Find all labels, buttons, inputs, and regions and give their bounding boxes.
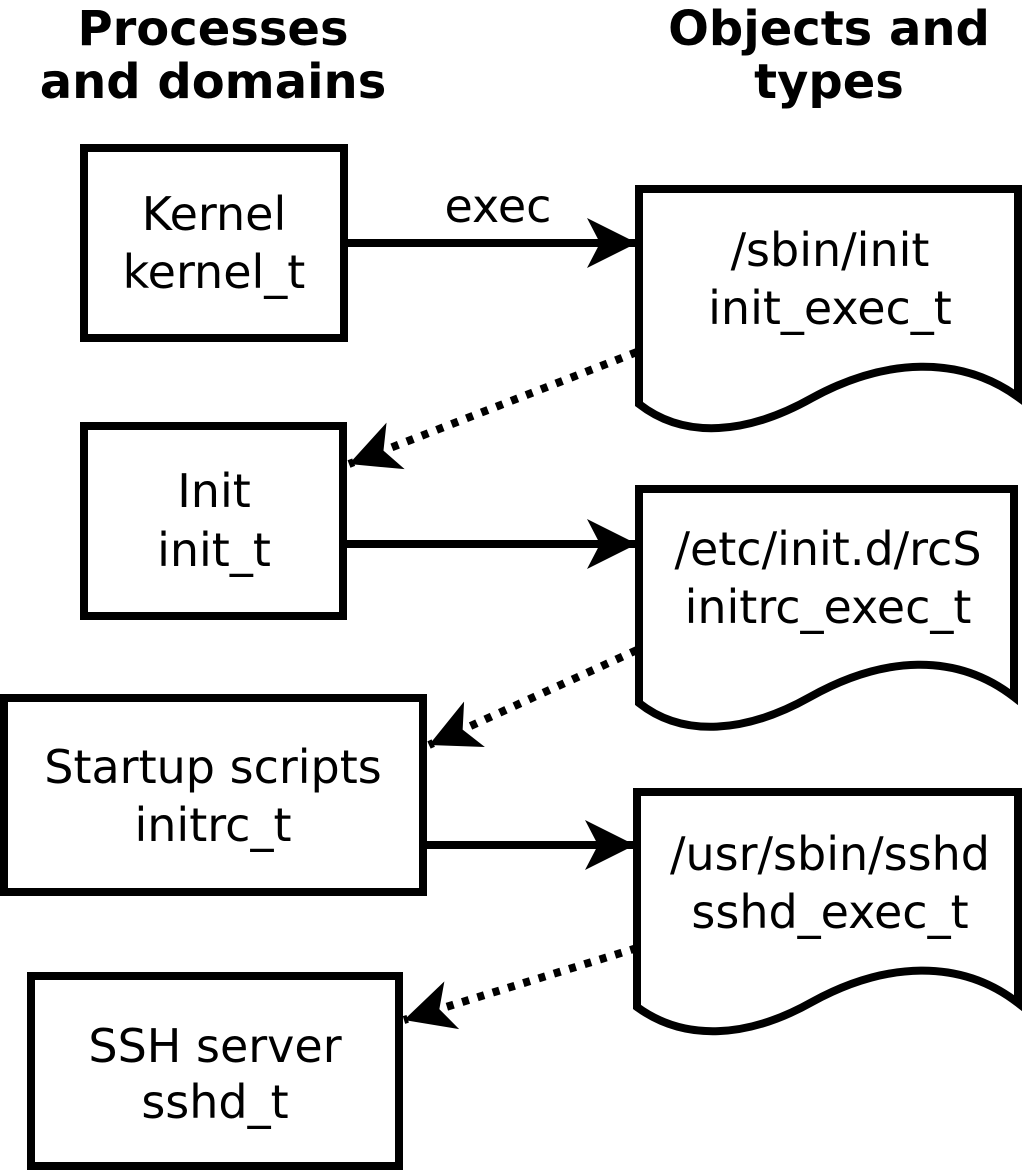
process-box-ssh-server xyxy=(27,972,403,1170)
process-box-init xyxy=(80,422,347,620)
object-path-sbin-init: /sbin/init xyxy=(731,223,930,277)
object-type-etc-initd-rcs: initrc_exec_t xyxy=(685,580,972,634)
transition-arrow-sbin-init-to-init xyxy=(347,348,639,470)
process-type-startup-scripts: initrc_t xyxy=(135,798,292,852)
object-path-usr-sbin-sshd: /usr/sbin/sshd xyxy=(670,827,990,881)
object-doc-sbin-init xyxy=(635,185,1022,433)
process-name-startup-scripts: Startup scripts xyxy=(44,740,382,794)
transition-arrow-rcs-to-initrc xyxy=(427,646,639,749)
object-node-etc-initd-rcs: /etc/init.d/rcS initrc_exec_t xyxy=(635,485,1018,731)
edges: exec xyxy=(347,179,639,1030)
object-type-usr-sbin-sshd: sshd_exec_t xyxy=(691,885,968,939)
object-path-etc-initd-rcs: /etc/init.d/rcS xyxy=(674,522,981,576)
column-headers: Processes and domains Objects and types xyxy=(40,1,990,110)
process-box-startup-scripts xyxy=(0,694,427,896)
process-name-init: Init xyxy=(177,464,251,518)
process-node-init: Init init_t xyxy=(80,422,347,620)
right-column-header-line1: Objects and xyxy=(668,1,990,57)
right-column-header-line2: types xyxy=(754,54,904,110)
process-type-init: init_t xyxy=(157,523,271,577)
process-node-ssh-server: SSH server sshd_t xyxy=(27,972,403,1170)
process-node-startup-scripts: Startup scripts initrc_t xyxy=(0,694,427,896)
left-column-header-line1: Processes xyxy=(77,1,348,57)
transition-arrow-sshdexec-to-sshd xyxy=(402,944,639,1030)
process-name-ssh-server: SSH server xyxy=(88,1019,341,1073)
object-doc-etc-initd-rcs xyxy=(635,485,1018,731)
process-name-kernel: Kernel xyxy=(142,187,287,241)
object-node-sbin-init: /sbin/init init_exec_t xyxy=(635,185,1022,433)
object-doc-usr-sbin-sshd xyxy=(633,788,1022,1036)
process-node-kernel: Kernel kernel_t xyxy=(80,144,348,342)
left-column-header-line2: and domains xyxy=(40,54,387,110)
process-type-ssh-server: sshd_t xyxy=(141,1075,288,1129)
object-type-sbin-init: init_exec_t xyxy=(708,281,952,335)
process-box-kernel xyxy=(80,144,348,342)
exec-arrow-label: exec xyxy=(445,179,552,233)
object-node-usr-sbin-sshd: /usr/sbin/sshd sshd_exec_t xyxy=(633,788,1022,1036)
process-type-kernel: kernel_t xyxy=(123,245,306,299)
